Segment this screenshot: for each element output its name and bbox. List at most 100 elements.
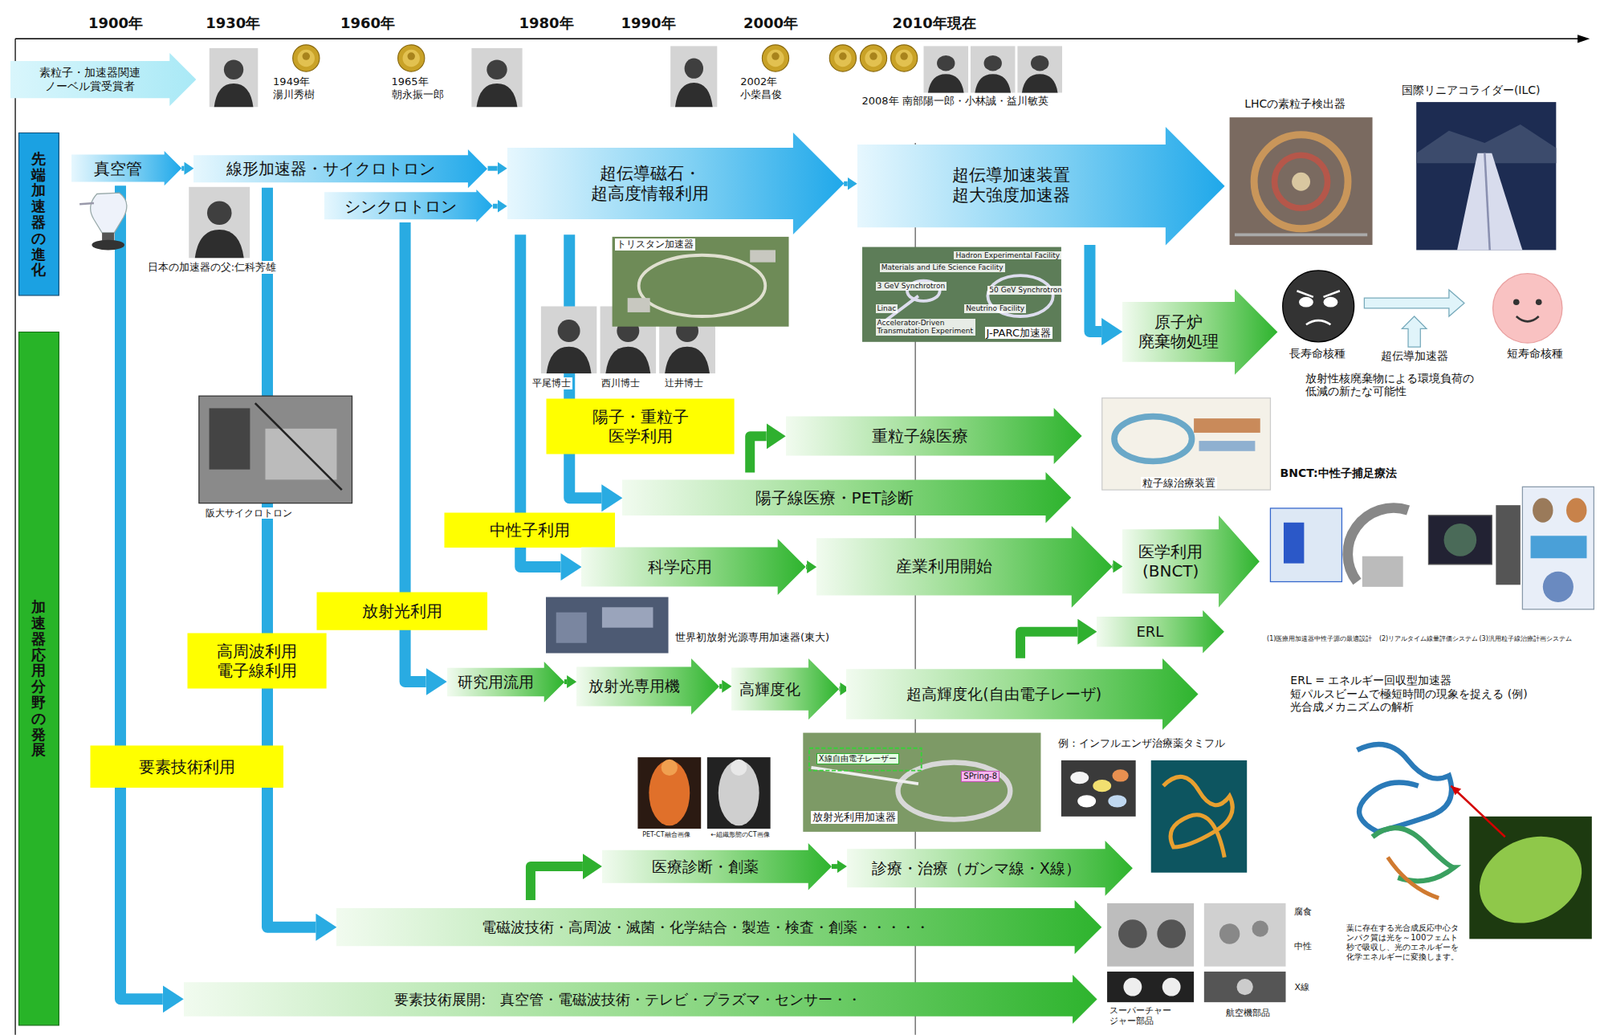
year-label: 2000年 [741, 14, 800, 33]
person-name: 辻井博士 [663, 377, 705, 389]
application-arrow-outline [816, 525, 1113, 608]
accelerator-arrow: シンクロトロン [324, 189, 493, 223]
connector-group [120, 168, 1113, 1000]
category-band: 先端加速器の進化 [18, 132, 60, 296]
accelerator-arrow-text: 超伝導加速装置 超大強度加速器 [944, 165, 1079, 206]
accelerator-arrow: 線形加速器・サイクロトロン [193, 149, 488, 188]
nuclide-transmutation-figure [1282, 270, 1563, 347]
photo-caption: 粒子線治療装置 [1140, 476, 1218, 490]
tristan-aerial-photo [627, 297, 651, 313]
lhc-detector-photo [1229, 117, 1373, 245]
photo-caption: LHCの素粒子検出器 [1242, 97, 1348, 111]
laureate-label: 1949年 湯川秀樹 [271, 75, 347, 101]
timeline-arrowhead [1577, 34, 1590, 43]
application-arrow-outline [447, 661, 565, 703]
category-band-outline [18, 332, 59, 1026]
tristan-aerial-photo [749, 249, 776, 262]
field-box-outline [89, 745, 283, 787]
nuclide-label: 長寿命核種 [1287, 346, 1348, 361]
flow-connector [564, 679, 567, 684]
photosystem-protein-figure [1372, 827, 1455, 881]
application-arrow-text: 診療・治療（ガンマ線・X線） [871, 859, 1081, 878]
jparc-aerial-photo [862, 247, 1062, 342]
bnct-system-figure [1270, 486, 1594, 610]
bnct-system-figure [1532, 497, 1553, 523]
application-arrow-outline [785, 407, 1083, 465]
accelerator-arrow-outline [507, 132, 844, 235]
bnct-system-figure [1495, 504, 1521, 585]
field-box-outline [546, 398, 735, 454]
industrial-part-images [1219, 923, 1240, 944]
accelerator-arrow-outline [193, 149, 488, 188]
jparc-aerial-photo [862, 247, 1062, 342]
industrial-part-images [1156, 919, 1186, 949]
portrait-photo [541, 305, 598, 374]
image-caption: X線 [1292, 981, 1311, 993]
ilc-rendering [1484, 153, 1490, 251]
heading-arrow-text: 素粒子・加速器関連 ノーベル賞受賞者 [36, 65, 144, 94]
photo-caption: 阪大サイクロトロン [203, 507, 294, 519]
vacuum-tube-figure [79, 203, 94, 204]
application-arrow-outline [731, 658, 839, 720]
image-caption: PET-CT融合画像 [640, 830, 692, 839]
osaka-cyclotron-photo [199, 395, 353, 503]
nuclide-transmutation-figure [1516, 316, 1539, 322]
ilc-rendering [1457, 153, 1523, 251]
application-arrow: 産業利用開始 [816, 525, 1113, 608]
nobel-medal [761, 44, 789, 72]
nobel-medal [398, 44, 425, 72]
application-arrow: 医療診断・創薬 [602, 842, 832, 890]
lhc-detector-photo [1229, 117, 1373, 245]
field-box-outline [317, 592, 489, 631]
osaka-cyclotron-photo [264, 428, 337, 481]
application-arrow-outline [1122, 289, 1278, 375]
application-arrow-text: 医療診断・創薬 [651, 857, 759, 876]
accelerator-arrow: 超伝導加速装置 超大強度加速器 [857, 126, 1226, 245]
flow-connector [530, 866, 583, 900]
note-text: 葉に存在する光合成反応中心タンパク質は光を～100フェムト秒で吸収し、光のエネル… [1344, 923, 1462, 962]
year-label: 1960年 [338, 14, 397, 33]
accelerator-arrow-outline [71, 150, 182, 186]
image-caption: 腐食 [1292, 906, 1314, 917]
portrait-photo [923, 45, 969, 93]
industrial-part-images [1204, 903, 1287, 967]
nuclide-transmutation-figure [1323, 297, 1339, 308]
bnct-system-figure [1444, 523, 1478, 557]
accelerator-arrow-text: 真空管 [93, 158, 143, 179]
medicine-photo [1077, 794, 1096, 807]
application-arrow-outline [183, 974, 1098, 1024]
industrial-part-images [1162, 977, 1181, 997]
photo-caption: トリスタン加速器 [614, 238, 696, 250]
flow-connector [492, 203, 498, 209]
nuclide-label: 短寿命核種 [1505, 346, 1565, 361]
application-arrow-text: 研究用流用 [457, 672, 534, 692]
field-box: 中性子利用 [443, 512, 616, 548]
field-box-text: 放射光利用 [362, 601, 443, 621]
accelerator-arrow-outline [324, 189, 493, 223]
photo-caption: J-PARC加速器 [985, 326, 1053, 340]
flow-connector [1020, 631, 1078, 659]
vacuum-tube-figure [90, 192, 127, 233]
application-arrow: ERL [1096, 610, 1225, 653]
vacuum-tube-figure [101, 232, 114, 241]
flow-connector [843, 181, 848, 187]
leaf-photo [1450, 785, 1596, 940]
application-arrow: 研究用流用 [447, 661, 565, 703]
bnct-system-figure [1530, 535, 1588, 558]
application-arrow-text: 高輝度化 [739, 679, 801, 699]
ilc-rendering [1416, 101, 1556, 250]
application-arrow: 医学利用 (BNCT) [1122, 515, 1260, 607]
application-arrow-text: 医学利用 (BNCT) [1130, 541, 1211, 581]
application-arrow-text: 超高輝度化(自由電子レーザ) [906, 684, 1102, 704]
nuclide-transmutation-figure [1493, 273, 1563, 343]
pet-ct-images [637, 757, 770, 829]
application-arrow-text: 電磁波技術・高周波・滅菌・化学結合・製造・検査・創薬・・・・・ [481, 918, 930, 937]
field-box-text: 要素技術利用 [138, 757, 236, 777]
flow-connector [181, 166, 184, 171]
application-arrow-outline [846, 840, 1133, 896]
nuclide-transmutation-figure [1298, 297, 1314, 308]
particle-therapy-figure [1102, 398, 1271, 490]
industrial-part-images [1107, 903, 1194, 967]
medicine-photo [1070, 771, 1089, 784]
year-label: 1930年 [203, 14, 262, 33]
